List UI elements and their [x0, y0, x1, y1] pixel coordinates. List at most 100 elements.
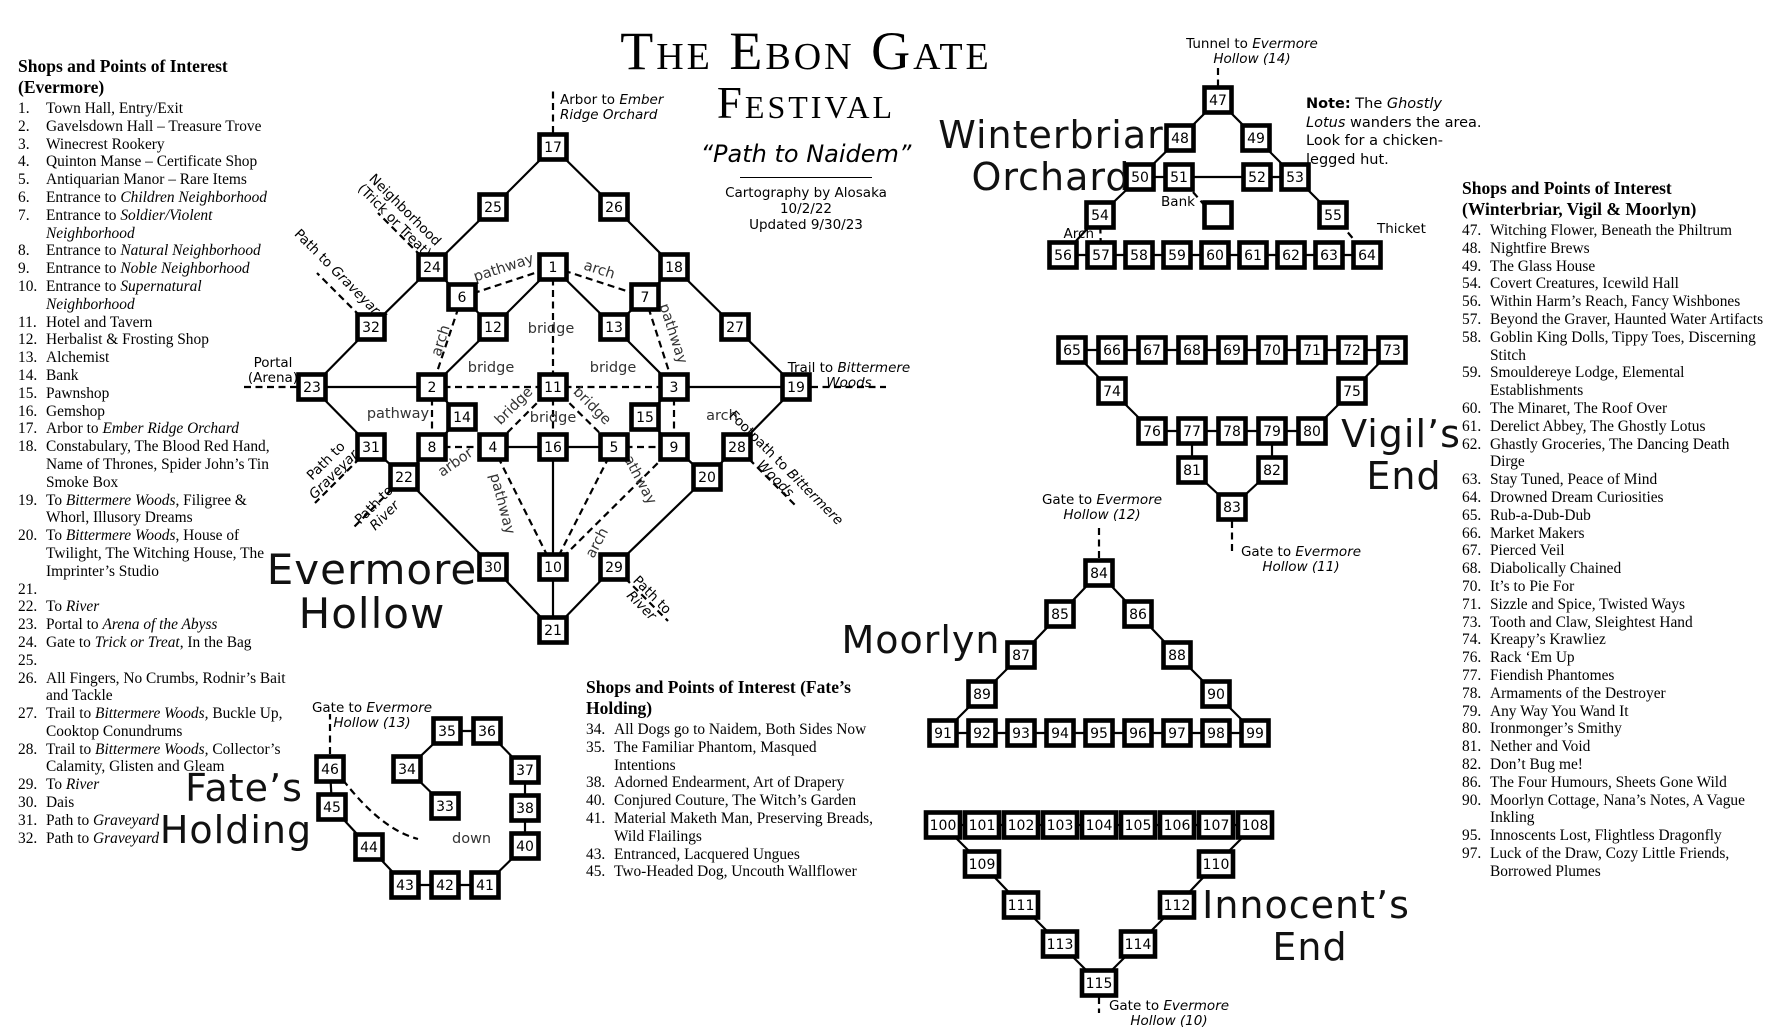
map-node-number: 86: [1129, 607, 1147, 623]
poi-item-number: 25.: [18, 651, 38, 669]
map-node-number: 26: [605, 200, 623, 216]
map-node-box: [1279, 162, 1311, 192]
poi-item-text: Smouldereye Lodge, Elemental Establishme…: [1490, 364, 1685, 400]
poi-item-text: To Bittermere Woods, House of Twilight, …: [46, 527, 265, 580]
map-node-number: 77: [1183, 424, 1201, 440]
poi-list-item: 74.Kreapy’s Krawliez: [1462, 631, 1764, 649]
map-node-number: 49: [1247, 131, 1265, 147]
map-node-box: [1122, 718, 1154, 748]
map-node-27: 27: [719, 312, 751, 342]
map-node-box: [1056, 335, 1088, 365]
map-node-box: [537, 552, 569, 582]
map-node-number: 6: [458, 290, 467, 306]
map-node-number: 28: [728, 440, 746, 456]
map-node-box: [598, 312, 630, 342]
poi-item-number: 81.: [1462, 738, 1482, 756]
poi-item-text: Diabolically Chained: [1490, 560, 1622, 578]
map-node-box: [691, 462, 723, 492]
map-node-78: 78: [1216, 416, 1248, 446]
map-node-number: 58: [1130, 248, 1148, 264]
map-node-number: 62: [1282, 248, 1300, 264]
map-node-16: 16: [537, 432, 569, 462]
map-node-box: [1157, 810, 1197, 840]
map-node-box: [966, 679, 998, 709]
note-label: Note:: [1306, 96, 1351, 112]
poi-item-text: Fiendish Phantomes: [1490, 666, 1615, 684]
map-node-42: 42: [429, 870, 461, 900]
map-node-number: 95: [1090, 726, 1108, 742]
poi-list-item: 35.The Familiar Phantom, Masqued Intenti…: [586, 739, 878, 775]
poi-list-item: 82.Don’t Bug me!: [1462, 756, 1764, 774]
poi-list-item: 47.Witching Flower, Beneath the Philtrum: [1462, 222, 1764, 240]
map-node-box: [1005, 640, 1037, 670]
map-node-4: 4: [477, 432, 509, 462]
map-node-number: 31: [362, 440, 380, 456]
poi-item-number: 45.: [586, 863, 606, 881]
map-node-number: 54: [1091, 208, 1109, 224]
map-node-92: 92: [966, 718, 998, 748]
map-node-box: [1044, 599, 1076, 629]
map-node-17: 17: [537, 132, 569, 162]
poi-list-item: 63.Stay Tuned, Peace of Mind: [1462, 471, 1764, 489]
map-node-box: [1005, 718, 1037, 748]
poi-item-text: Beyond the Graver, Haunted Water Artifac…: [1490, 310, 1764, 328]
poi-item-number: 59.: [1462, 364, 1482, 382]
map-node-108: 108: [1235, 810, 1275, 840]
poi-item-text: Herbalist & Frosting Shop: [46, 331, 209, 349]
poi-list-item: 1.Town Hall, Entry/Exit: [18, 100, 291, 118]
map-node-number: 59: [1168, 248, 1186, 264]
map-node-bank: [1202, 200, 1234, 230]
poi-item-text: The Minaret, The Roof Over: [1490, 399, 1668, 417]
map-node-box: [1136, 335, 1168, 365]
poi-item-text: All Fingers, No Crumbs, Rodnir’s Bait an…: [46, 669, 286, 705]
map-node-box: [1047, 240, 1079, 270]
poi-item-text: Pierced Veil: [1490, 542, 1565, 560]
map-node-number: 30: [484, 560, 502, 576]
poi-item-number: 57.: [1462, 310, 1482, 328]
evermore-hollow-label: Neighborhood(Trick or Treat): [354, 170, 445, 261]
poi-item-number: 95.: [1462, 827, 1482, 845]
poi-item-text: Alchemist: [46, 349, 110, 367]
map-node-41: 41: [469, 870, 501, 900]
map-node-83: 83: [1216, 492, 1248, 522]
poi-item-number: 23.: [18, 616, 38, 634]
map-node-box: [1161, 640, 1193, 670]
poi-item-number: 64.: [1462, 488, 1482, 506]
poi-item-number: 77.: [1462, 666, 1482, 684]
poi-item-text: Nightfire Brews: [1490, 239, 1590, 257]
map-node-73: 73: [1376, 335, 1408, 365]
evermore-hollow-label: bridge: [468, 360, 515, 376]
poi-list-item: 67.Pierced Veil: [1462, 542, 1764, 560]
poi-item-number: 17.: [18, 420, 38, 438]
map-node-box: [1079, 810, 1119, 840]
map-node-box: [1239, 718, 1271, 748]
map-node-98: 98: [1200, 718, 1232, 748]
map-node-box: [296, 372, 328, 402]
map-node-38: 38: [509, 793, 541, 823]
map-node-box: [469, 870, 501, 900]
map-node-69: 69: [1216, 335, 1248, 365]
poi-item-number: 34.: [586, 721, 606, 738]
map-node-76: 76: [1136, 416, 1168, 446]
poi-list-item: 7.Entrance to Soldier/Violent Neighborho…: [18, 207, 291, 243]
map-node-number: 102: [1008, 818, 1035, 834]
map-node-box: [1256, 416, 1288, 446]
map-node-box: [1216, 335, 1248, 365]
poi-item-number: 38.: [586, 774, 606, 792]
map-node-number: 18: [665, 260, 683, 276]
map-node-box: [509, 831, 541, 861]
map-node-box: [509, 755, 541, 785]
map-node-number: 51: [1170, 170, 1188, 186]
map-node-number: 110: [1203, 857, 1230, 873]
poi-item-text: Path to Graveyard: [46, 811, 160, 829]
poi-item-number: 90.: [1462, 791, 1482, 809]
poi-list-item: 6.Entrance to Children Neighborhood: [18, 189, 291, 207]
poi-item-number: 76.: [1462, 649, 1482, 667]
map-node-number: 104: [1086, 818, 1113, 834]
poi-item-number: 68.: [1462, 560, 1482, 578]
map-node-number: 14: [453, 410, 471, 426]
poi-item-number: 78.: [1462, 684, 1482, 702]
map-node-number: 46: [321, 762, 339, 778]
